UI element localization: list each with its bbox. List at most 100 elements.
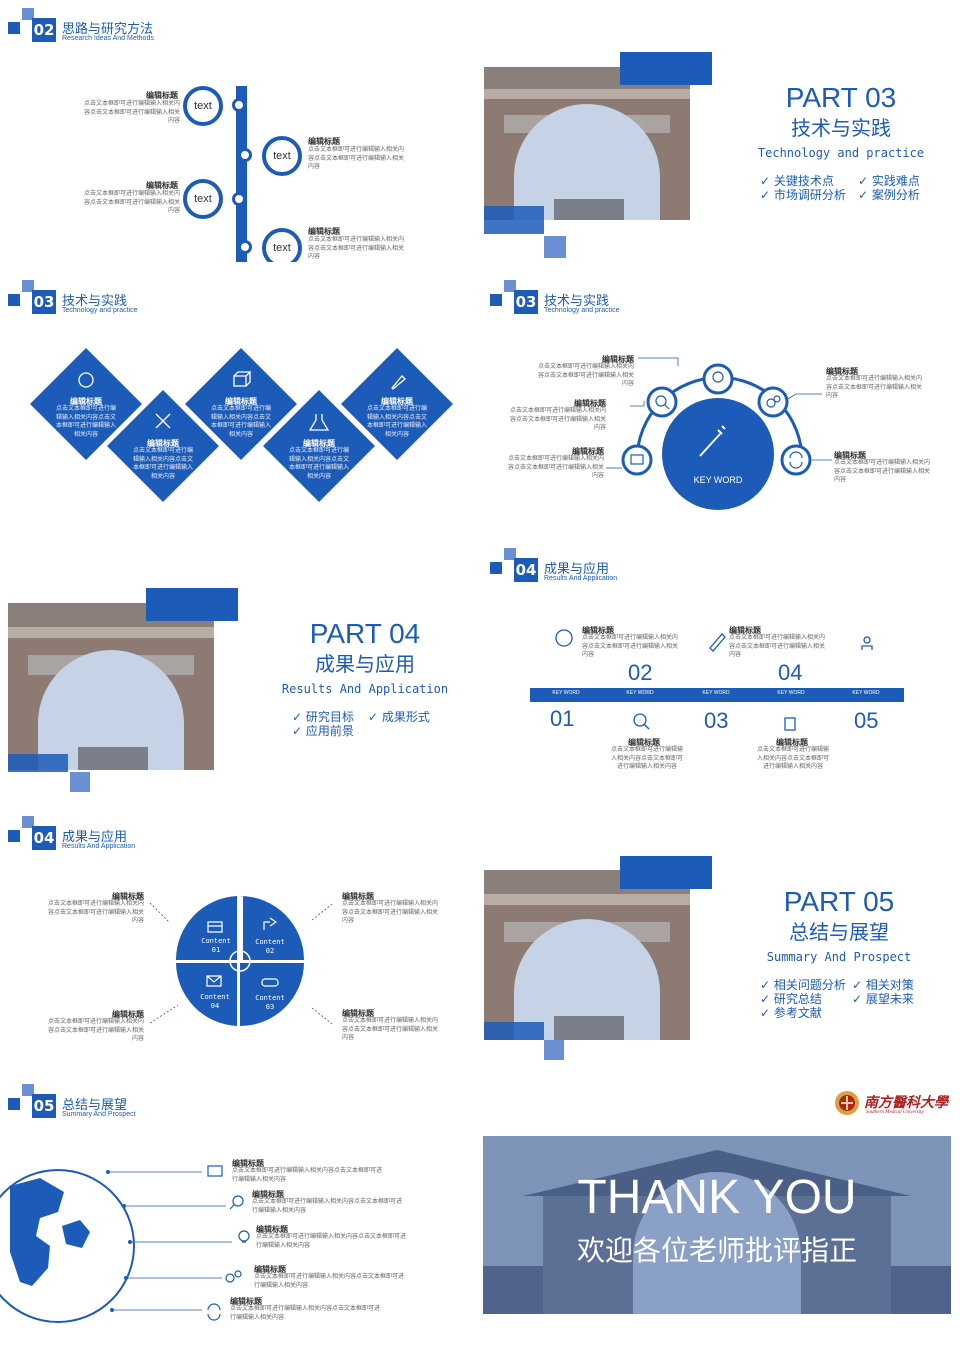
timeline-bar — [530, 688, 904, 702]
check-item: ✓ 研究总结 — [760, 992, 822, 1006]
section-subtitle: Summary And Prospect — [62, 1111, 136, 1118]
keyword-label: KEY WORD — [693, 475, 743, 485]
pill-icon — [261, 978, 279, 987]
quad-label: Content 03 — [255, 994, 285, 1011]
check-item: ✓ 相关对策 — [852, 978, 914, 992]
cube-icon — [233, 371, 252, 387]
item-body: 点击文本框即可进行编辑输入相关内容点击文本框即可进行编辑输入相关内容 — [756, 746, 829, 770]
item-body: 点击文本框即可进行编辑输入相关内容点击文本框即可进行编辑输入相关内容 — [252, 1198, 403, 1214]
section-subtitle: Results And Application — [62, 843, 136, 850]
campus-gate-photo — [8, 603, 214, 770]
timeline-bar — [236, 86, 247, 262]
item-title: 编辑标题 — [826, 367, 858, 376]
step-number: 04 — [778, 660, 803, 685]
clipboard-icon — [784, 717, 796, 731]
rocket-icon — [391, 375, 406, 390]
item-body: 点击文本框即可进行编辑输入相关内容点击文本框即可进行编辑输入相关内容 — [232, 1167, 383, 1183]
item-title: 编辑标题 — [225, 397, 257, 406]
section-header: 03 技术与实践 Technology and practice — [8, 280, 208, 320]
section-number: 04 — [32, 826, 56, 850]
slide-results-timeline: 04 成果与应用 Results And Application KEY WOR… — [482, 540, 954, 802]
lightbulb-icon — [238, 1230, 250, 1242]
search-icon — [633, 713, 647, 727]
item-title: 编辑标题 — [232, 1159, 264, 1168]
keyword-label: KEY WORD — [626, 690, 654, 696]
university-name-en: Southern Medical University — [866, 1110, 924, 1115]
university-name: 南方醫科大學 — [864, 1095, 948, 1111]
wallet-icon — [630, 454, 644, 465]
university-logo — [835, 1091, 859, 1115]
brain-icon — [78, 372, 94, 388]
item-body: 点击文本框即可进行编辑输入相关内容点击文本框即可进行编辑输入相关内容 — [308, 146, 405, 170]
slide-summary-globe: 05 总结与展望 Summary And Prospect 编辑标题 点击文本框… — [0, 1076, 472, 1338]
section-title: 技术与实践 — [62, 294, 128, 309]
section-header: 03 技术与实践 Technology and practice — [490, 280, 690, 320]
part-number: PART 03 — [785, 82, 897, 113]
item-title: 编辑标题 — [342, 1009, 374, 1018]
item-title: 编辑标题 — [230, 1297, 262, 1306]
section-number: 02 — [32, 18, 56, 42]
refresh-icon — [207, 1303, 221, 1321]
part-number: PART 05 — [783, 886, 895, 917]
campus-gate-photo — [484, 870, 690, 1040]
keyword-label: KEY WORD — [852, 690, 880, 696]
item-title: 编辑标题 — [308, 137, 340, 146]
quad-label: Content 02 — [255, 938, 285, 955]
item-title: 编辑标题 — [112, 1010, 144, 1019]
magic-wand-icon — [699, 425, 726, 457]
part-cn-title: 成果与应用 — [315, 652, 415, 676]
quad-label: Content 04 — [200, 993, 230, 1010]
slide-thank-you: 南方醫科大學 Southern Medical University THANK… — [482, 1076, 954, 1338]
slide-part-05: PART 05 总结与展望 Summary And Prospect ✓ 相关问… — [482, 808, 954, 1070]
pencil-icon — [709, 633, 726, 652]
item-title: 编辑标题 — [628, 738, 660, 747]
check-item: ✓ 市场调研分析 — [760, 188, 846, 202]
section-number: 05 — [32, 1094, 56, 1118]
thank-you-title: THANK YOU — [577, 1171, 857, 1224]
section-number: 03 — [32, 290, 56, 314]
share-icon — [263, 917, 278, 930]
item-body: 点击文本框即可进行编辑输入相关内容点击文本框即可进行编辑输入相关内容 — [342, 1017, 439, 1041]
section-subtitle: Results And Application — [544, 575, 618, 582]
part-en-title: Results And Application — [281, 682, 449, 696]
item-body: 点击文本框即可进行编辑输入相关内容点击文本框即可进行编辑输入相关内容 — [610, 746, 683, 770]
cycle-arrows-icon — [229, 950, 251, 972]
archive-icon — [207, 921, 223, 933]
item-body: 点击文本框即可进行编辑输入相关内容点击文本框即可进行编辑输入相关内容 — [84, 190, 181, 214]
user-icon — [863, 636, 871, 644]
section-subtitle: Research Ideas And Methods — [62, 35, 154, 42]
item-title: 编辑标题 — [256, 1225, 288, 1234]
timeline-node: text — [262, 136, 302, 176]
item-title: 编辑标题 — [572, 447, 604, 456]
section-header: 04 成果与应用 Results And Application — [8, 816, 208, 856]
item-title: 编辑标题 — [834, 451, 866, 460]
search-icon — [655, 395, 667, 407]
part-en-title: Technology and practice — [757, 146, 925, 160]
world-map-icon — [10, 1178, 90, 1286]
keyword-arc — [606, 357, 832, 510]
brain-icon — [555, 629, 573, 647]
check-item: ✓ 研究目标 — [292, 710, 354, 724]
section-title: 总结与展望 — [62, 1098, 128, 1113]
item-body: 点击文本框即可进行编辑输入相关内容点击文本框即可进行编辑输入相关内容 — [834, 459, 931, 483]
tools-icon — [155, 413, 171, 429]
cycle-diagram — [149, 896, 333, 1026]
item-body: 点击文本框即可进行编辑输入相关内容点击文本框即可进行编辑输入相关内容 — [342, 900, 439, 924]
item-title: 编辑标题 — [776, 738, 808, 747]
item-body: 点击文本框即可进行编辑输入相关内容点击文本框即可进行编辑输入相关内容 — [509, 407, 606, 431]
section-title: 思路与研究方法 — [62, 22, 154, 37]
gears-icon — [225, 1273, 235, 1283]
slide-part-03: PART 03 技术与实践 Technology and practice ✓ … — [482, 0, 954, 262]
keyword-label: KEY WORD — [777, 690, 805, 696]
section-number: 04 — [514, 558, 538, 582]
item-title: 编辑标题 — [70, 397, 102, 406]
item-body: 点击文本框即可进行编辑输入相关内容点击文本框即可进行编辑输入相关内容 — [48, 1018, 145, 1042]
slide-part-04: PART 04 成果与应用 Results And Application ✓ … — [0, 540, 472, 802]
quad-label: Content 01 — [201, 937, 231, 954]
part-title-block: PART 05 总结与展望 Summary And Prospect — [734, 886, 944, 968]
item-body: 点击文本框即可进行编辑输入相关内容点击文本框即可进行编辑输入相关内容 — [84, 100, 181, 124]
timeline-node: text — [262, 228, 302, 262]
item-title: 编辑标题 — [146, 181, 178, 190]
item-body: 点击文本框即可进行编辑输入相关内容点击文本框即可进行编辑输入相关内容 — [210, 405, 271, 438]
item-title: 编辑标题 — [303, 439, 335, 448]
